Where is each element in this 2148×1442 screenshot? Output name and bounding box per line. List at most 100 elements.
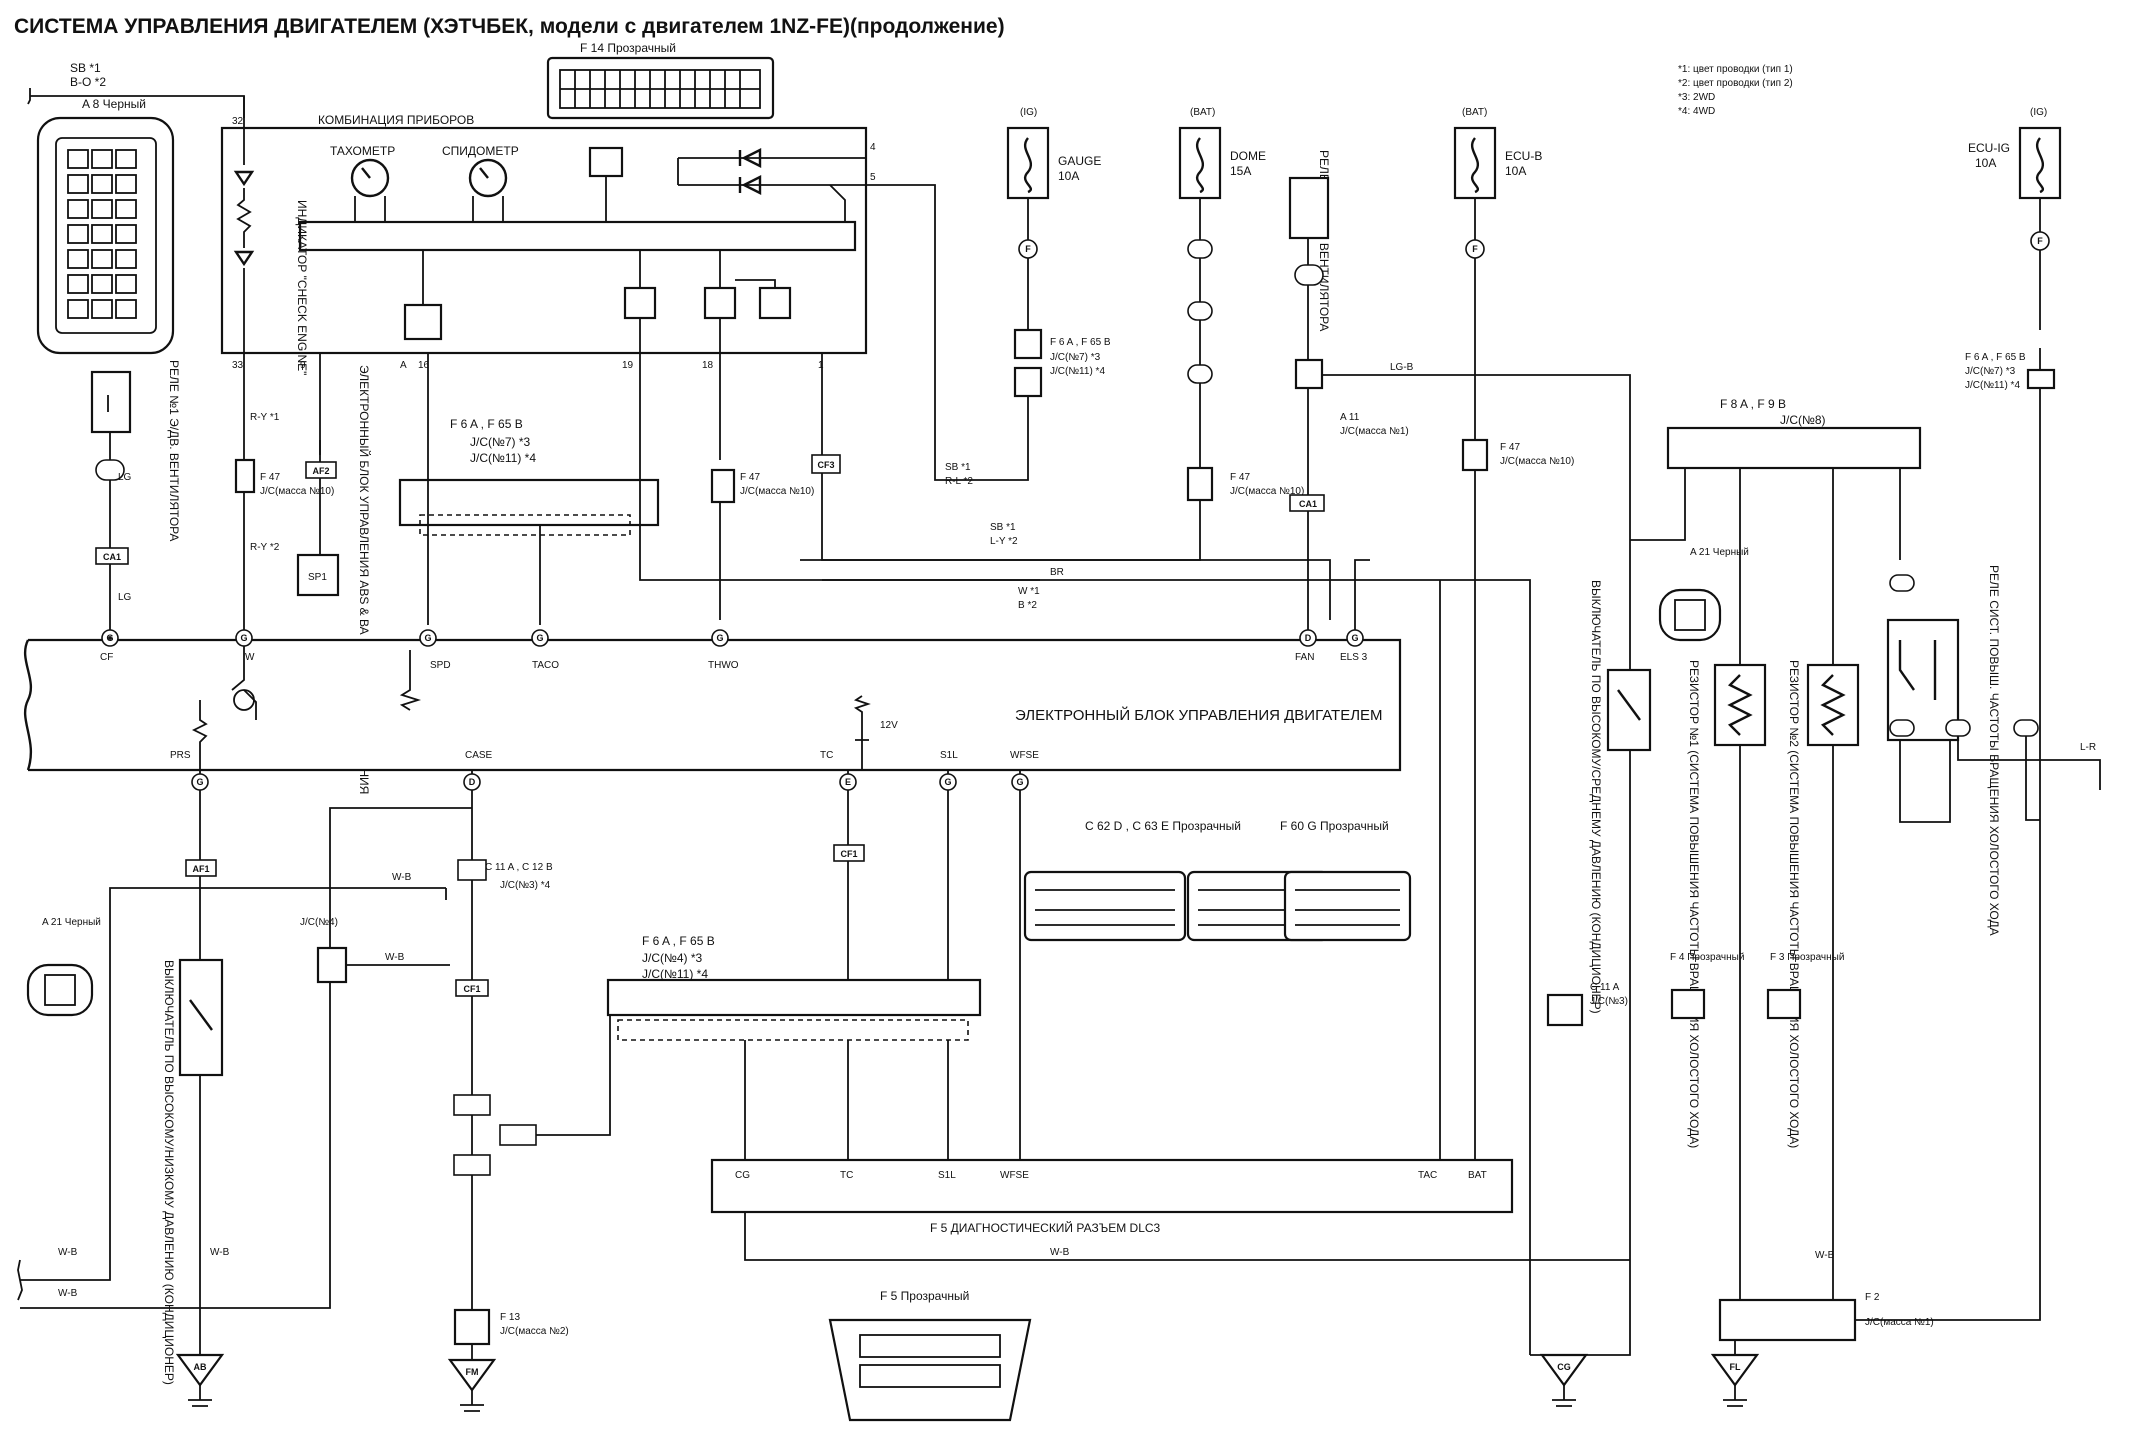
note-1: *1: цвет проводки (тип 1)	[1678, 64, 1793, 75]
svg-text:SP1: SP1	[308, 572, 327, 583]
tach-label: ТАХОМЕТР	[330, 144, 395, 158]
f14-label: F 14 Прозрачный	[580, 41, 676, 55]
connector-cf3	[811, 454, 841, 474]
svg-text:J/C(№8): J/C(№8)	[1780, 413, 1826, 427]
svg-text:SB *1: SB *1	[945, 462, 971, 473]
svg-text:R-L *2: R-L *2	[945, 476, 973, 487]
svg-text:W-B: W-B	[210, 1247, 230, 1258]
resistor-2: РЕЗИСТОР №2 (СИСТЕМА ПОВЫШЕНИЯ ЧАСТОТЫ В…	[1787, 660, 1860, 1148]
svg-text:C 11 A: C 11 A	[1590, 982, 1620, 993]
svg-text:10A: 10A	[1505, 164, 1526, 178]
svg-text:F 47: F 47	[1230, 472, 1250, 483]
jc-mass-2	[453, 1308, 491, 1346]
svg-text:BR: BR	[1050, 567, 1064, 578]
diode-icon	[233, 170, 255, 187]
svg-text:J/C(масса №1): J/C(масса №1)	[1340, 426, 1409, 437]
dlc3-pin-bat: BAT	[1468, 1170, 1487, 1181]
relay-fan-2: РЕЛЕ №2 Э/ДВ. ВЕНТИЛЯТОРА CA1 LG-B A 11 …	[1288, 150, 1631, 630]
sp1-box	[296, 553, 340, 597]
svg-text:C 62 D , C 63 E Прозрачный: C 62 D , C 63 E Прозрачный	[1085, 819, 1241, 833]
svg-text:G: G	[944, 777, 951, 787]
svg-text:LG: LG	[118, 592, 132, 603]
svg-text:(IG): (IG)	[1020, 107, 1037, 118]
combination-meter: КОМБИНАЦИЯ ПРИБОРОВ ТАХОМЕТР СПИДОМЕТР И…	[220, 113, 876, 375]
svg-text:FM: FM	[466, 1367, 479, 1377]
svg-text:ECU-B: ECU-B	[1505, 149, 1542, 163]
svg-text:J/C(масса №2): J/C(масса №2)	[500, 1326, 569, 1337]
connector-af2	[305, 461, 337, 479]
svg-text:W-B: W-B	[58, 1247, 78, 1258]
svg-text:FL: FL	[1730, 1362, 1741, 1372]
svg-text:(BAT): (BAT)	[1190, 107, 1215, 118]
svg-text:4: 4	[870, 142, 876, 153]
ecm-pin-spd: SPD	[430, 660, 451, 671]
svg-text:F 6 A , F 65 B: F 6 A , F 65 B	[450, 417, 523, 431]
ecm-label: ЭЛЕКТРОННЫЙ БЛОК УПРАВЛЕНИЯ ДВИГАТЕЛЕМ	[1015, 706, 1383, 724]
check-engine-label: ИНДИКАТОР "CHECK ENGINE"	[295, 200, 309, 375]
svg-text:F 8 A , F 9 B: F 8 A , F 9 B	[1720, 397, 1786, 411]
jc-8: F 8 A , F 9 B J/C(№8)	[1630, 397, 1922, 1290]
ecm-pin-taco: TACO	[532, 660, 559, 671]
svg-text:16: 16	[418, 360, 430, 371]
ecm-pin-s1l: S1L	[940, 750, 958, 761]
svg-text:9: 9	[300, 360, 306, 371]
svg-text:J/C(№7) *3: J/C(№7) *3	[1965, 366, 2016, 377]
svg-text:D: D	[1305, 633, 1312, 643]
svg-text:10A: 10A	[1975, 156, 1996, 170]
svg-text:CA1: CA1	[103, 552, 121, 562]
ecm-pin-prs: PRS	[170, 750, 191, 761]
pressure-switch-hi-low: ВЫКЛЮЧАТЕЛЬ ПО ВЫСОКОМУ/НИЗКОМУ ДАВЛЕНИЮ…	[162, 958, 224, 1385]
svg-text:5: 5	[870, 172, 876, 183]
pressure-switch-hi-mid: ВЫКЛЮЧАТЕЛЬ ПО ВЫСОКОМУ/СРЕДНЕМУ ДАВЛЕНИ…	[1589, 580, 1652, 1320]
svg-text:F 3 Прозрачный: F 3 Прозрачный	[1770, 952, 1844, 963]
ecm-pin-w: W	[245, 652, 255, 663]
connector-f4: F 4 Прозрачный	[1670, 952, 1744, 1020]
svg-text:F 13: F 13	[500, 1312, 520, 1323]
svg-text:10A: 10A	[1058, 169, 1079, 183]
svg-text:AF1: AF1	[192, 864, 209, 874]
svg-text:G: G	[424, 633, 431, 643]
note-2: *2: цвет проводки (тип 2)	[1678, 78, 1793, 89]
svg-text:B *2: B *2	[1018, 600, 1037, 611]
svg-text:E: E	[845, 777, 851, 787]
svg-text:G: G	[240, 633, 247, 643]
svg-text:J/C(масса №10): J/C(масса №10)	[1230, 486, 1304, 497]
svg-text:J/C(масса №10): J/C(масса №10)	[260, 486, 334, 497]
svg-text:F 6 A , F 65 B: F 6 A , F 65 B	[1050, 337, 1111, 348]
svg-text:R-Y *2: R-Y *2	[250, 542, 280, 553]
tachometer-gauge-icon	[350, 158, 390, 198]
connector-f3: F 3 Прозрачный	[1766, 952, 1844, 1020]
resistor-1: РЕЗИСТОР №1 (СИСТЕМА ПОВЫШЕНИЯ ЧАСТОТЫ В…	[1687, 660, 1767, 1148]
svg-text:J/C(масса №10): J/C(масса №10)	[740, 486, 814, 497]
ecm-pin-cf: CF	[100, 652, 113, 663]
svg-text:F: F	[1472, 244, 1478, 254]
svg-text:A: A	[400, 360, 407, 371]
dlc3-pin-wfse: WFSE	[1000, 1170, 1029, 1181]
dlc3-label: F 5 ДИАГНОСТИЧЕСКИЙ РАЗЪЕМ DLC3	[930, 1220, 1161, 1235]
svg-text:L-Y *2: L-Y *2	[990, 536, 1018, 547]
svg-text:G: G	[536, 633, 543, 643]
svg-text:F 47: F 47	[260, 472, 280, 483]
svg-text:CA1: CA1	[1299, 499, 1317, 509]
ground-fm: FM	[447, 1358, 497, 1412]
fuse-ecu-b: (BAT) ECU-B 10A	[1453, 107, 1542, 200]
svg-text:F 6 A , F 65 B: F 6 A , F 65 B	[642, 934, 715, 948]
jc-7-11: F 6 A , F 65 B J/C(№7) *3 J/C(№11) *4	[398, 417, 660, 536]
svg-text:J/C(№11) *4: J/C(№11) *4	[1050, 366, 1105, 377]
ground-fl: FL	[1710, 1340, 1760, 1407]
notes-legend: *1: цвет проводки (тип 1) *2: цвет прово…	[1678, 64, 1793, 117]
dlc3-pin-tc: TC	[840, 1170, 853, 1181]
svg-text:(IG): (IG)	[2030, 107, 2047, 118]
fuse-ecu-ig: (IG) ECU-IG 10A	[1968, 107, 2062, 200]
relay-fan-1: РЕЛЕ №1 Э/ДВ. ВЕНТИЛЯТОРА CA1 LG LG	[90, 360, 181, 640]
fuse-dome: (BAT) DOME 15A	[1178, 107, 1266, 200]
ecm-pin-tc: TC	[820, 750, 833, 761]
speedo-label: СПИДОМЕТР	[442, 144, 519, 158]
connector-f14: F 14 Прозрачный	[546, 41, 775, 120]
svg-text:LG-B: LG-B	[1390, 362, 1414, 373]
relay-idle-label: РЕЛЕ СИСТ. ПОВЫШ. ЧАСТОТЫ ВРАЩЕНИЯ ХОЛОС…	[1987, 565, 2001, 936]
speedometer-gauge-icon	[468, 158, 508, 198]
switch-hi-low-label: ВЫКЛЮЧАТЕЛЬ ПО ВЫСОКОМУ/НИЗКОМУ ДАВЛЕНИЮ…	[162, 960, 176, 1385]
jc-3-right	[1546, 993, 1584, 1027]
